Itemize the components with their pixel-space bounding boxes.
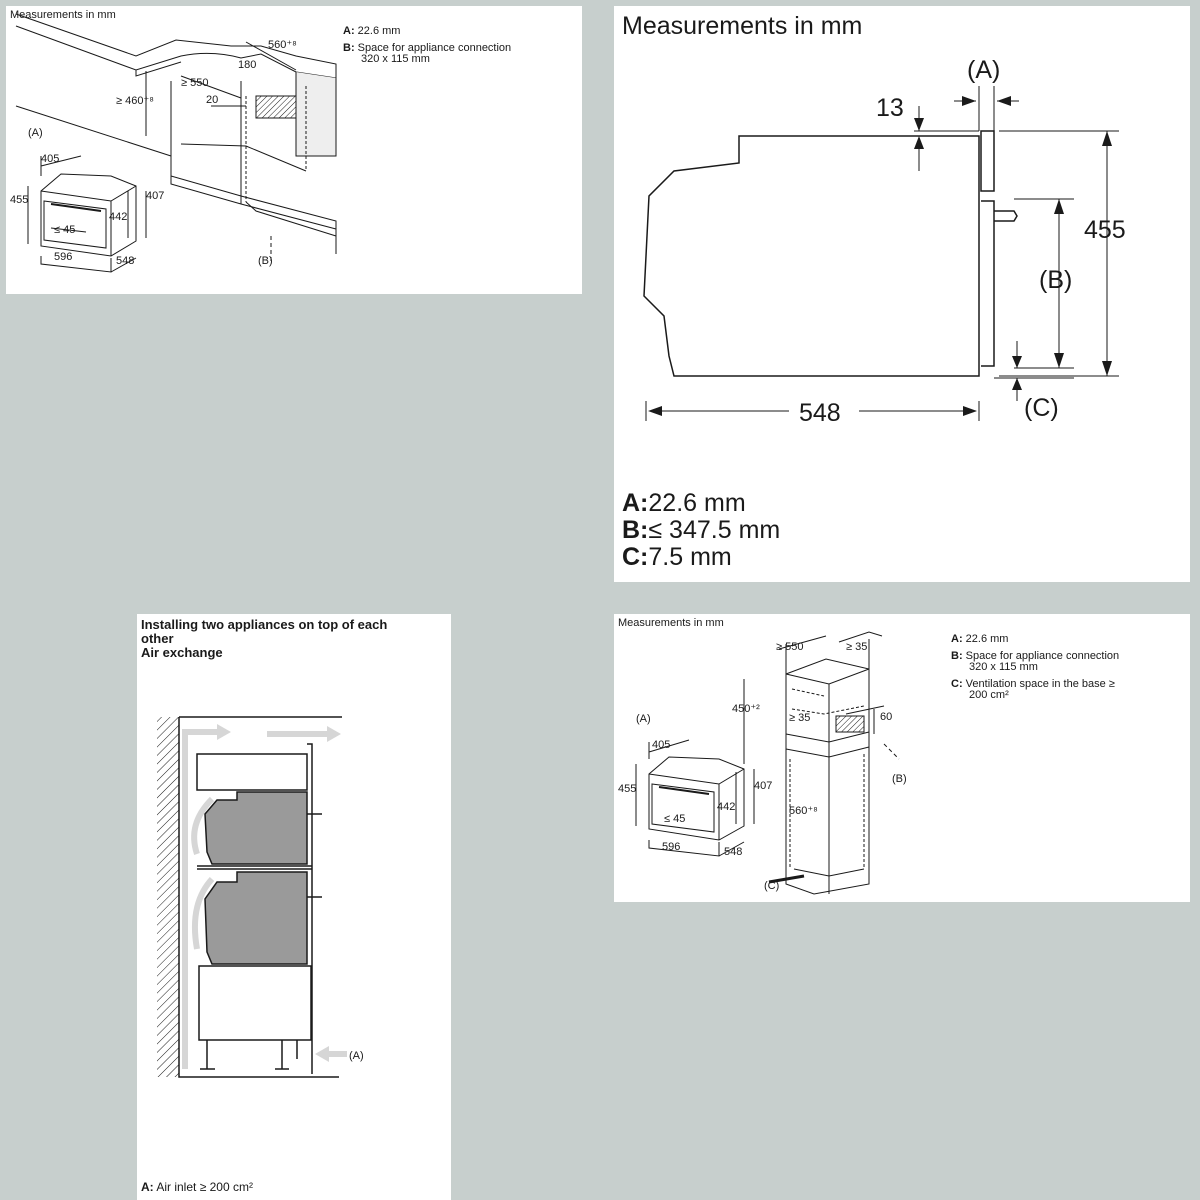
dim-13: 13 — [876, 94, 904, 122]
legend-text-a: 22.6 mm — [357, 25, 401, 37]
dim-460: ≥ 460⁺⁸ — [116, 95, 154, 107]
legend-key-b: B: — [343, 42, 355, 54]
legend-text-c: Ventilation space in the base ≥ — [965, 678, 1115, 690]
dim-596: 596 — [662, 841, 680, 853]
legend-text-c: 7.5 mm — [648, 543, 732, 571]
panel3-title: Installing two appliances on top of each… — [141, 618, 441, 660]
dim-b: (B) — [892, 773, 907, 785]
dim-407: 407 — [146, 190, 164, 202]
dim-596: 596 — [54, 251, 72, 263]
legend-key-a: A: — [343, 25, 355, 37]
dim-442: 442 — [717, 801, 735, 813]
panel1-legend: A: 22.6 mm B: Space for appliance connec… — [343, 26, 511, 71]
panel2-drawing: 13 (A) 455 (B) 548 (C) — [643, 56, 1126, 427]
legend-key-c: C: — [951, 678, 963, 690]
dim-b: (B) — [258, 255, 273, 267]
panel4-title: Measurements in mm — [618, 617, 724, 629]
legend-text-b: Space for appliance connection — [965, 650, 1120, 662]
dim-442: 442 — [109, 211, 127, 223]
legend-key-c: C: — [622, 543, 649, 571]
legend-text-a: 22.6 mm — [965, 633, 1009, 645]
legend-key-b: B: — [622, 516, 649, 544]
dim-407: 407 — [754, 780, 772, 792]
dim-35b: ≥ 35 — [789, 712, 810, 724]
panel3-title-line2: other — [141, 631, 174, 646]
dim-550: ≥ 550 — [776, 641, 803, 653]
dim-560: 560⁺⁸ — [789, 805, 818, 817]
dim-a: (A) — [636, 713, 651, 725]
panel2-title: Measurements in mm — [622, 12, 863, 40]
panel-air-exchange: Installing two appliances on top of each… — [137, 614, 451, 1200]
dim-550: ≥ 550 — [181, 77, 208, 89]
dim-450: 450⁺² — [732, 703, 760, 715]
dim-405: 405 — [652, 739, 670, 751]
panel-side-profile: Measurements in mm — [614, 6, 1190, 582]
legend-key-a: A: — [951, 633, 963, 645]
legend-text-b2: 320 x 115 mm — [969, 661, 1038, 673]
legend-text-c2: 200 cm² — [969, 689, 1009, 701]
panel4-drawing: ≥ 550 ≥ 35 450⁺² ≥ 35 60 (A) 405 455 407… — [618, 631, 907, 895]
legend-text-b: ≤ 347.5 mm — [648, 516, 781, 544]
dim-60: 60 — [880, 711, 892, 723]
legend-text-a: 22.6 mm — [648, 489, 746, 517]
dim-45: ≤ 45 — [54, 224, 75, 236]
dim-a: (A) — [967, 56, 1000, 84]
dim-c: (C) — [1024, 394, 1059, 422]
dim-455: 455 — [618, 783, 636, 795]
panel1-title: Measurements in mm — [10, 9, 116, 21]
dim-560: 560⁺⁸ — [268, 39, 297, 51]
legend-text-b2: 320 x 115 mm — [361, 53, 430, 65]
dim-548: 548 — [724, 846, 742, 858]
dim-c: (C) — [764, 880, 779, 892]
dim-455: 455 — [10, 194, 28, 206]
dim-180: 180 — [238, 59, 256, 71]
dim-405: 405 — [41, 153, 59, 165]
dim-20: 20 — [206, 94, 218, 106]
panel4-legend: A: 22.6 mm B: Space for appliance connec… — [951, 634, 1119, 707]
dim-548: 548 — [799, 399, 841, 427]
panel2-legend: A:22.6 mm B:≤ 347.5 mm C:7.5 mm — [622, 490, 780, 571]
panel3-title-line3: Air exchange — [141, 645, 223, 660]
legend-key-b: B: — [951, 650, 963, 662]
panel3-footer: A: Air inlet ≥ 200 cm² — [141, 1180, 253, 1194]
legend-key-a: A: — [622, 489, 649, 517]
footer-text: Air inlet ≥ 200 cm² — [156, 1180, 253, 1194]
dim-548: 548 — [116, 255, 134, 267]
panel1-drawing: 560⁺⁸ ≥ 550 180 ≥ 460⁺⁸ 20 (A) 405 455 4… — [10, 13, 337, 273]
panel-builtin-under-counter: Measurements in mm A: 22.6 mm B: Space f… — [6, 6, 582, 294]
dim-455: 455 — [1084, 216, 1126, 244]
panel3-drawing: (A) — [157, 716, 364, 1078]
legend-text-b: Space for appliance connection — [357, 42, 512, 54]
dim-a: (A) — [28, 127, 43, 139]
dim-b: (B) — [1039, 266, 1072, 294]
dim-45: ≤ 45 — [664, 813, 685, 825]
dim-a: (A) — [349, 1050, 364, 1062]
footer-key: A: — [141, 1180, 154, 1194]
panel3-title-line1: Installing two appliances on top of each — [141, 617, 388, 632]
dim-35a: ≥ 35 — [846, 641, 867, 653]
panel-tall-cabinet: Measurements in mm A: 22.6 mm B: Space f… — [614, 614, 1190, 902]
